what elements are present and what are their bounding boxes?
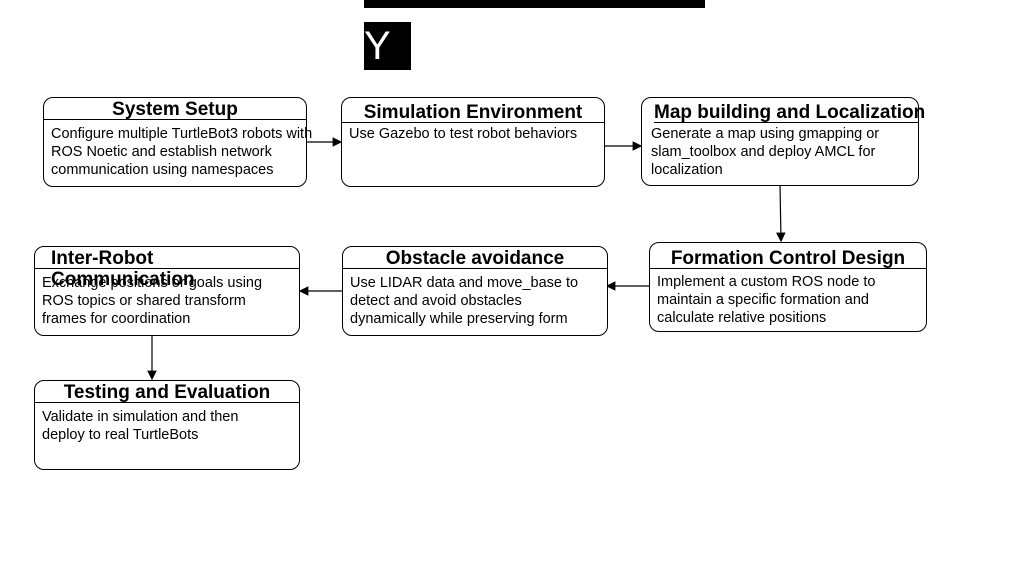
node-title: Map building and Localization — [654, 102, 926, 123]
header-bar — [364, 0, 705, 8]
header-glyph: Y — [364, 24, 391, 68]
node-description: Implement a custom ROS node to maintain … — [657, 274, 876, 326]
arrow-map-to-formation — [776, 183, 786, 243]
node-description: Exchange positions or goals using ROS to… — [42, 275, 263, 327]
node-title: Simulation Environment — [342, 101, 604, 123]
node-description: Use LIDAR data and move_base to detect a… — [350, 275, 579, 327]
node-title: Testing and Evaluation — [35, 381, 299, 403]
node-formation-control-design: Formation Control Design Implement a cus… — [649, 242, 927, 332]
node-title: Formation Control Design — [650, 247, 926, 269]
node-simulation-environment: Simulation Environment Use Gazebo to tes… — [341, 97, 605, 187]
node-description: Configure multiple TurtleBot3 robots wit… — [51, 126, 313, 178]
header-block: Y — [364, 22, 411, 70]
node-map-building-localization: Map building and Localization Generate a… — [641, 97, 926, 186]
node-inter-robot-communication: Inter-Robot Communication Exchange posit… — [34, 246, 300, 336]
node-title: Obstacle avoidance — [343, 247, 607, 269]
node-title: Inter-Robot Communication — [51, 248, 195, 290]
node-title-underline — [35, 268, 299, 269]
node-testing-evaluation: Testing and Evaluation Validate in simul… — [34, 380, 300, 470]
node-system-setup: System Setup Configure multiple TurtleBo… — [43, 97, 312, 187]
node-title: System Setup — [44, 98, 306, 120]
node-description: Use Gazebo to test robot behaviors — [349, 126, 578, 142]
node-description: Validate in simulation and then deploy t… — [42, 409, 239, 443]
node-description: Generate a map using gmapping or slam_to… — [651, 126, 880, 178]
node-obstacle-avoidance: Obstacle avoidance Use LIDAR data and mo… — [342, 246, 608, 336]
